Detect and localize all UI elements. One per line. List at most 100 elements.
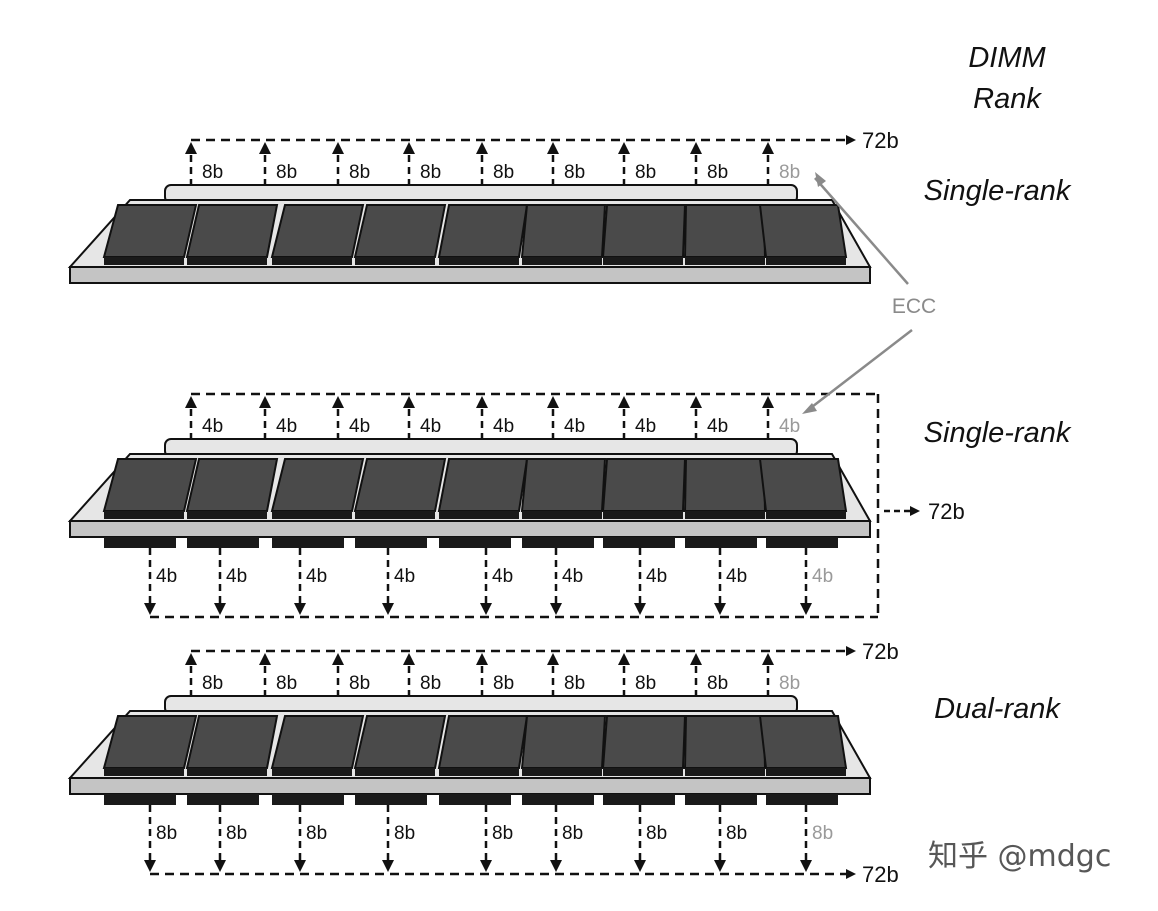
chip-width-label: 8b	[564, 673, 585, 694]
chip-upward-arrowhead	[259, 653, 271, 665]
chip-width-label: 8b	[707, 673, 728, 694]
rank-label: Single-rank	[924, 417, 1072, 449]
chip-upward-arrowhead	[403, 653, 415, 665]
dram-chip-base	[104, 768, 184, 776]
dram-chip	[683, 715, 767, 769]
backside-chip	[355, 794, 427, 805]
dram-chip-base	[439, 768, 519, 776]
backside-chip	[187, 537, 259, 548]
chip-upward-arrowhead	[259, 396, 271, 408]
backside-downward-arrowhead	[634, 860, 646, 872]
backside-downward-arrowhead	[550, 603, 562, 615]
backside-chip	[272, 537, 344, 548]
chip-upward-arrowhead	[403, 142, 415, 154]
backside-width-label: 8b	[156, 823, 177, 844]
dram-chip-base	[439, 257, 519, 265]
chip-width-label: 8b	[202, 162, 223, 183]
ecc-chip-width-label: 8b	[779, 162, 800, 183]
dram-chip	[683, 458, 767, 512]
dram-chip-base	[187, 511, 267, 519]
bottom-bus-arrowhead	[846, 869, 856, 879]
backside-downward-arrowhead	[714, 603, 726, 615]
dram-chip-base	[685, 257, 765, 265]
dram-chip-base	[187, 257, 267, 265]
backside-width-label: 4b	[306, 566, 327, 587]
dram-chip-base	[439, 511, 519, 519]
chip-width-label: 8b	[202, 673, 223, 694]
chip-width-label: 4b	[564, 416, 585, 437]
chip-width-label: 8b	[349, 162, 370, 183]
dram-chip-base	[766, 768, 846, 776]
ecc-dram-chip	[758, 458, 848, 512]
chip-width-label: 4b	[707, 416, 728, 437]
backside-downward-arrowhead	[144, 860, 156, 872]
backside-downward-arrowhead	[550, 860, 562, 872]
ecc-backside-chip	[766, 794, 838, 805]
dram-chip-base	[766, 511, 846, 519]
chip-upward-arrowhead	[403, 396, 415, 408]
chip-upward-arrowhead	[547, 396, 559, 408]
backside-width-label: 4b	[492, 566, 513, 587]
dram-chip	[520, 204, 607, 258]
chip-upward-arrowhead	[618, 653, 630, 665]
dram-chip-base	[522, 511, 602, 519]
chip-upward-arrowhead	[259, 142, 271, 154]
backside-width-label: 8b	[306, 823, 327, 844]
board-edge	[69, 266, 871, 284]
backside-downward-arrowhead	[800, 603, 812, 615]
chip-upward-arrowhead	[476, 142, 488, 154]
dram-chip	[185, 715, 279, 769]
dram-chip-base	[766, 257, 846, 265]
dram-chip-base	[355, 768, 435, 776]
rank-label: Single-rank	[924, 175, 1072, 207]
chip-upward-arrowhead	[332, 396, 344, 408]
dram-chip-base	[603, 511, 683, 519]
dram-chip	[102, 715, 198, 769]
chip-width-label: 8b	[564, 162, 585, 183]
backside-downward-arrowhead	[480, 860, 492, 872]
dram-chip	[185, 458, 279, 512]
chip-upward-arrowhead	[547, 653, 559, 665]
ecc-backside-chip	[766, 537, 838, 548]
backside-downward-arrowhead	[294, 603, 306, 615]
backside-chip	[685, 537, 757, 548]
dram-chip-base	[685, 511, 765, 519]
backside-chip	[522, 794, 594, 805]
chip-upward-arrowhead	[690, 653, 702, 665]
backside-width-label: 8b	[646, 823, 667, 844]
chip-width-label: 4b	[493, 416, 514, 437]
backside-width-label: 4b	[646, 566, 667, 587]
backside-downward-arrowhead	[294, 860, 306, 872]
chip-width-label: 8b	[420, 162, 441, 183]
backside-chip	[104, 794, 176, 805]
chip-upward-arrowhead	[762, 653, 774, 665]
chip-width-label: 8b	[635, 162, 656, 183]
backside-downward-arrowhead	[214, 603, 226, 615]
backside-chip	[104, 537, 176, 548]
backside-chip	[603, 794, 675, 805]
bottom-bus-width-label: 72b	[862, 862, 899, 887]
ecc-pointer-top	[814, 177, 909, 285]
dram-chip	[270, 204, 365, 258]
dram-chip	[520, 715, 607, 769]
top-bus-width-label: 72b	[862, 128, 899, 153]
backside-chip	[272, 794, 344, 805]
ecc-backside-width-label: 8b	[812, 823, 833, 844]
chip-width-label: 4b	[276, 416, 297, 437]
top-bus-width-label: 72b	[862, 639, 899, 664]
chip-upward-arrowhead	[476, 396, 488, 408]
backside-downward-arrowhead	[634, 603, 646, 615]
chip-upward-arrowhead	[185, 142, 197, 154]
backside-width-label: 8b	[562, 823, 583, 844]
backside-chip	[439, 794, 511, 805]
dram-chip-base	[104, 257, 184, 265]
dram-chip-base	[272, 768, 352, 776]
backside-downward-arrowhead	[382, 603, 394, 615]
backside-downward-arrowhead	[714, 860, 726, 872]
backside-downward-arrowhead	[144, 603, 156, 615]
ecc-chip-width-label: 8b	[779, 673, 800, 694]
dram-chip-base	[355, 257, 435, 265]
dram-chip	[102, 458, 198, 512]
